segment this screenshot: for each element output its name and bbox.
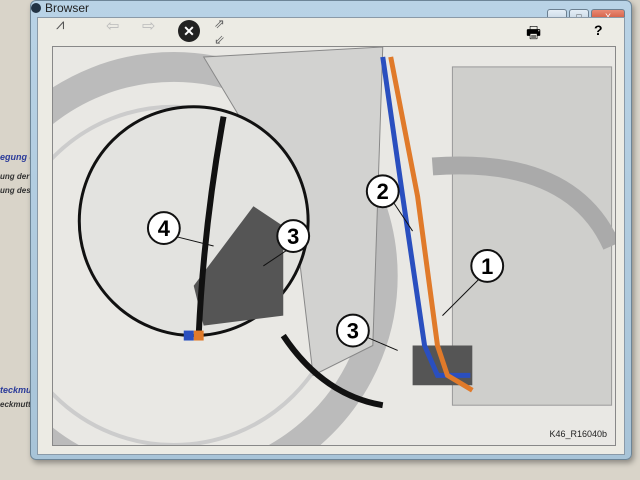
callout-3b: 3 bbox=[335, 313, 398, 351]
callout-1: 1 bbox=[442, 248, 505, 317]
help-button[interactable]: ? bbox=[594, 22, 603, 38]
background-text: teckmutter bbox=[0, 385, 47, 395]
background-text: egung d bbox=[0, 152, 35, 162]
svg-text:1: 1 bbox=[481, 254, 493, 279]
figure-caption: K46_R16040b bbox=[549, 429, 607, 439]
callout-2: 2 bbox=[365, 174, 414, 232]
motorcycle-diagram: 1 2 3 3 4 bbox=[53, 47, 615, 445]
forward-arrow-icon[interactable]: ⇨ bbox=[142, 18, 156, 35]
svg-text:4: 4 bbox=[158, 216, 171, 241]
browser-client: ⩘ ⇦ ⇨ ✕ ⇗⇙ 🖶 ? 1 2 3 3 4 K46_R16040b bbox=[37, 16, 625, 455]
technical-illustration: 1 2 3 3 4 K46_R16040b bbox=[52, 46, 616, 446]
toc-icon[interactable]: ⩘ bbox=[56, 16, 65, 33]
background-text: ung der bbox=[0, 172, 30, 181]
window-title: Browser bbox=[45, 1, 90, 15]
background-text: eckmuttern bbox=[0, 400, 44, 409]
bmw-logo-icon bbox=[31, 3, 41, 13]
svg-text:3: 3 bbox=[347, 319, 359, 344]
svg-text:3: 3 bbox=[287, 224, 299, 249]
engine bbox=[451, 66, 613, 406]
callout-3: 3 bbox=[263, 219, 311, 267]
browser-window: Browser – □ X ⩘ ⇦ ⇨ ✕ ⇗⇙ 🖶 ? 1 2 3 3 4 K… bbox=[30, 0, 632, 460]
stop-icon[interactable]: ✕ bbox=[178, 20, 200, 42]
svg-text:2: 2 bbox=[377, 179, 389, 204]
front-tire bbox=[53, 52, 398, 445]
background-text: ung des bbox=[0, 186, 31, 195]
callout-4: 4 bbox=[146, 211, 214, 247]
sync-arrows-icon[interactable]: ⇗⇙ bbox=[214, 16, 225, 47]
print-icon[interactable]: 🖶 bbox=[526, 25, 542, 42]
back-arrow-icon[interactable]: ⇦ bbox=[106, 18, 120, 35]
